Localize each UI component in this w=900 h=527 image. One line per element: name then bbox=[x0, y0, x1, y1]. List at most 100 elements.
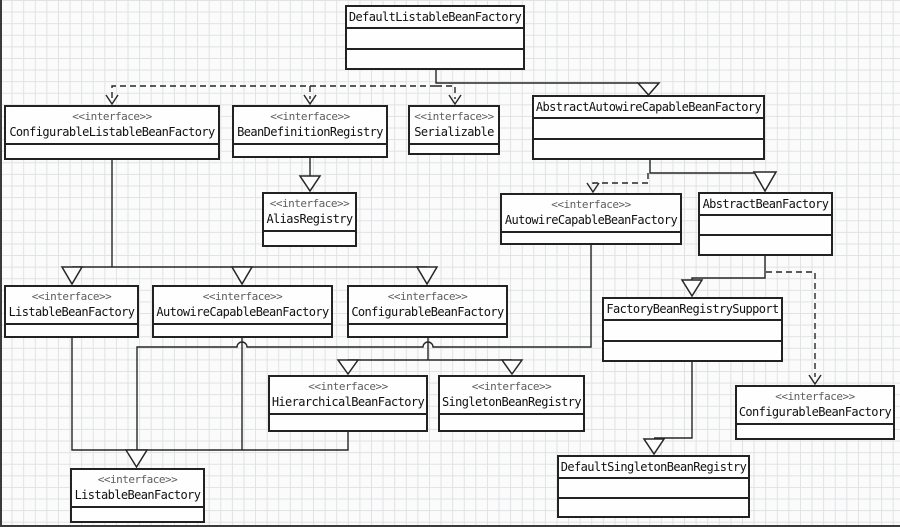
fields-compartment bbox=[604, 321, 781, 342]
class-title: <<interface>> ConfigurableBeanFactory bbox=[349, 287, 506, 325]
stereotype-label: <<interface>> bbox=[202, 290, 283, 303]
fields-compartment bbox=[410, 145, 498, 153]
class-title: <<interface>> AutowireCapableBeanFactory bbox=[502, 195, 680, 233]
generalization-triangle-icon bbox=[752, 171, 778, 193]
class-name: AutowireCapableBeanFactory bbox=[504, 213, 678, 227]
class-name: SingletonBeanRegistry bbox=[441, 395, 582, 409]
class-title: <<interface>> SingletonBeanRegistry bbox=[440, 377, 583, 415]
generalization-triangle-icon bbox=[230, 266, 254, 286]
fields-compartment bbox=[534, 119, 763, 140]
class-title: <<interface>> ListableBeanFactory bbox=[72, 470, 203, 508]
class-name: BeanDefinitionRegistry bbox=[237, 125, 383, 139]
fields-compartment bbox=[700, 216, 831, 236]
class-name: AbstractAutowireCapableBeanFactory bbox=[535, 99, 762, 114]
stereotype-label: <<interface>> bbox=[551, 198, 631, 211]
fields-compartment bbox=[234, 145, 386, 156]
class-name: ListableBeanFactory bbox=[8, 305, 135, 319]
stereotype-label: <<interface>> bbox=[31, 290, 112, 303]
realization-bus-defaultlistable bbox=[111, 85, 456, 99]
generalization-bus-configurablelistable bbox=[72, 160, 427, 268]
generalization-triangle-icon bbox=[415, 266, 439, 286]
class-title: <<interface>> AutowireCapableBeanFactory bbox=[154, 287, 331, 325]
class-name: ConfigurableListableBeanFactory bbox=[9, 125, 215, 139]
open-arrowhead-icon bbox=[586, 182, 600, 194]
open-arrowhead-icon bbox=[808, 374, 822, 386]
stereotype-label: <<interface>> bbox=[270, 110, 350, 123]
interface-box-serializable: <<interface>> Serializable bbox=[408, 105, 500, 155]
fields-compartment bbox=[349, 325, 506, 336]
interface-box-autowire-capable-bean-factory-2: <<interface>> AutowireCapableBeanFactory bbox=[152, 285, 333, 338]
class-name: AliasRegistry bbox=[266, 212, 353, 226]
fields-compartment bbox=[72, 508, 203, 521]
stereotype-label: <<interface>> bbox=[387, 290, 468, 303]
realization-lines bbox=[105, 85, 822, 386]
fields-compartment bbox=[502, 233, 680, 243]
class-title: AbstractBeanFactory bbox=[700, 194, 831, 216]
class-name: ListableBeanFactory bbox=[74, 488, 201, 502]
canvas-bottom-border bbox=[0, 525, 900, 527]
class-box-default-listable-bean-factory: DefaultListableBeanFactory bbox=[345, 5, 525, 70]
stereotype-label: <<interface>> bbox=[308, 380, 388, 393]
stereotype-label: <<interface>> bbox=[269, 197, 350, 210]
interface-box-configurable-bean-factory: <<interface>> ConfigurableBeanFactory bbox=[347, 285, 508, 338]
realization-line-abstractautowire-to-autowirecapable bbox=[592, 173, 649, 187]
class-name: AbstractBeanFactory bbox=[702, 196, 829, 211]
generalization-line-factorybeanregistrysupport-to-defaultsingleton bbox=[654, 362, 693, 439]
generalization-lines bbox=[60, 70, 778, 469]
fields-compartment bbox=[559, 479, 748, 499]
class-title: <<interface>> HierarchicalBeanFactory bbox=[270, 377, 426, 415]
generalization-bus-configurablebeanfactory bbox=[348, 338, 512, 361]
class-name: HierarchicalBeanFactory bbox=[271, 395, 425, 409]
fields-compartment bbox=[270, 415, 426, 430]
interface-box-autowire-capable-bean-factory: <<interface>> AutowireCapableBeanFactory bbox=[500, 193, 682, 245]
generalization-triangle-icon bbox=[336, 359, 360, 376]
class-box-factory-bean-registry-support: FactoryBeanRegistrySupport bbox=[602, 297, 783, 362]
line-autowirecapable-to-bottom-bus bbox=[136, 245, 592, 450]
interface-box-hierarchical-bean-factory: <<interface>> HierarchicalBeanFactory bbox=[268, 375, 428, 432]
generalization-triangle-icon bbox=[124, 449, 149, 469]
generalization-triangle-icon bbox=[642, 438, 666, 456]
interface-box-configurable-bean-factory-2: <<interface>> ConfigurableBeanFactory bbox=[735, 385, 895, 440]
class-title: <<interface>> AliasRegistry bbox=[264, 194, 355, 232]
interface-box-configurable-listable-bean-factory: <<interface>> ConfigurableListableBeanFa… bbox=[4, 105, 220, 160]
generalization-triangle-icon bbox=[500, 359, 524, 376]
class-name: DefaultSingletonBeanRegistry bbox=[560, 459, 747, 474]
generalization-line-abstractbeanfactory-to-factorybeanregistrysupport bbox=[691, 256, 766, 280]
stereotype-label: <<interface>> bbox=[775, 390, 855, 403]
class-title: <<interface>> Serializable bbox=[410, 107, 498, 145]
class-box-abstract-autowire-capable-bean-factory: AbstractAutowireCapableBeanFactory bbox=[532, 95, 765, 160]
class-title: DefaultSingletonBeanRegistry bbox=[559, 457, 748, 479]
generalization-triangle-icon bbox=[60, 266, 84, 286]
class-title: <<interface>> ConfigurableBeanFactory bbox=[737, 387, 893, 425]
methods-compartment bbox=[347, 50, 523, 69]
methods-compartment bbox=[700, 236, 831, 254]
class-name: AutowireCapableBeanFactory bbox=[156, 305, 329, 319]
class-title: FactoryBeanRegistrySupport bbox=[604, 299, 781, 321]
canvas-left-border bbox=[0, 0, 2, 527]
fields-compartment bbox=[154, 325, 331, 336]
open-arrowhead-icon bbox=[448, 94, 462, 106]
interface-box-bean-definition-registry: <<interface>> BeanDefinitionRegistry bbox=[232, 105, 388, 158]
stereotype-label: <<interface>> bbox=[72, 110, 152, 123]
methods-compartment bbox=[534, 140, 763, 159]
open-arrowhead-icon bbox=[303, 94, 317, 106]
generalization-triangle-icon bbox=[680, 279, 704, 298]
interface-box-listable-bean-factory: <<interface>> ListableBeanFactory bbox=[4, 285, 139, 338]
fields-compartment bbox=[737, 425, 893, 438]
generalization-triangle-icon bbox=[298, 175, 322, 193]
class-title: DefaultListableBeanFactory bbox=[347, 7, 523, 29]
class-name: DefaultListableBeanFactory bbox=[348, 9, 522, 24]
class-title: AbstractAutowireCapableBeanFactory bbox=[534, 97, 763, 119]
fields-compartment bbox=[264, 232, 355, 245]
class-title: <<interface>> ConfigurableListableBeanFa… bbox=[6, 107, 218, 145]
class-title: <<interface>> ListableBeanFactory bbox=[6, 287, 137, 325]
open-arrowhead-icon bbox=[105, 94, 119, 106]
fields-compartment bbox=[440, 415, 583, 430]
methods-compartment bbox=[604, 342, 781, 361]
generalization-bottom-bus bbox=[71, 338, 349, 451]
class-name: ConfigurableBeanFactory bbox=[738, 405, 892, 419]
interface-box-listable-bean-factory-2: <<interface>> ListableBeanFactory bbox=[70, 468, 205, 523]
stereotype-label: <<interface>> bbox=[97, 473, 178, 486]
